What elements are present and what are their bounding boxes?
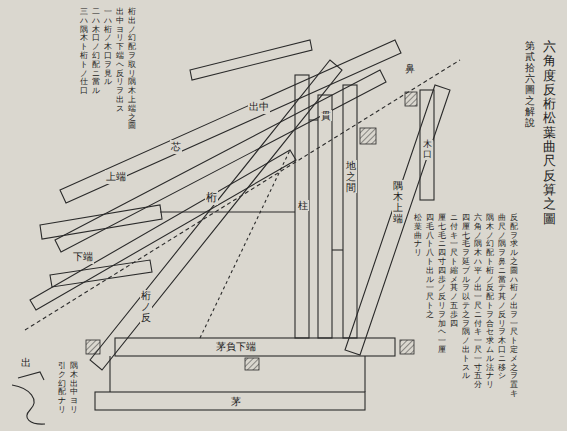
note-text: 厘七毛ニ四寸四歩ノ反リヲ加ヘ一厘 [438,214,446,355]
part-label: 上端 [105,170,127,184]
note-text: 三ハ隅木ト桁トノ仕口 [80,8,88,96]
part-label: 地之間 [345,160,357,193]
note-text: 隅木ノ幻配ト桁ノ反配トヲ合セ求ムル法ナリ [486,214,494,390]
part-label: 茅 [230,395,242,409]
note-text: 曲尺ノ隅ヲ鼻ニ當テ其ノ反リヲ木口ニ移シ [498,214,506,381]
part-label: 柱 [297,200,309,211]
part-label: 貫 [320,110,332,121]
part-label: 下端 [72,250,94,264]
note-text: 一ハ桁ノ木口ヲ見ル [104,8,112,87]
title-column: 六角度反桁松葉曲尺反算之圖 [543,40,556,226]
note-text: 出中ヨリ下端ヘ反リヲ出ス [116,8,124,114]
part-label: 桁ノ反 [140,290,152,323]
part-label: 木口 [422,140,433,160]
part-label: 桁 [205,190,218,205]
note-text: 隅木出中ヨリ [70,362,78,415]
part-label: 芯 [170,140,182,154]
part-label: 出 [20,356,32,370]
part-label: 隅木上端 [392,180,404,224]
note-text: 四毛八ト八ト出ル一尺ト之 [426,214,434,320]
part-label: 出中 [248,100,270,114]
note-text: 四厘七毛ヲ延ブルヲ以テ之ヲ隅ノ出トスル [462,214,470,381]
figure-number: 第貳拾六圖之解說 [525,40,535,128]
part-label: 鼻 [404,62,416,76]
note-text: 二ハ木口ノ幻配ニ當ル [92,8,100,96]
note-text: 引ク幻配ナリ [58,362,66,415]
part-label: 茅負下端 [215,340,257,354]
note-text: 反配ヲ求ル之圖ハ桁ノ出ヲ一尺ト定メ之ヲ置キ [510,214,518,399]
note-text: 六角ノ隅木ハ平ノ出一尺ニ付キ一尺一寸五分 [474,214,482,390]
note-text: ニ付キ一尺ト縮メ其ノ五歩四 [450,214,458,328]
note-text: 松葉曲ナリ [414,214,422,258]
note-text: 桁出ノ幻配ヲ取リ隅木上端之圖 [128,8,136,131]
